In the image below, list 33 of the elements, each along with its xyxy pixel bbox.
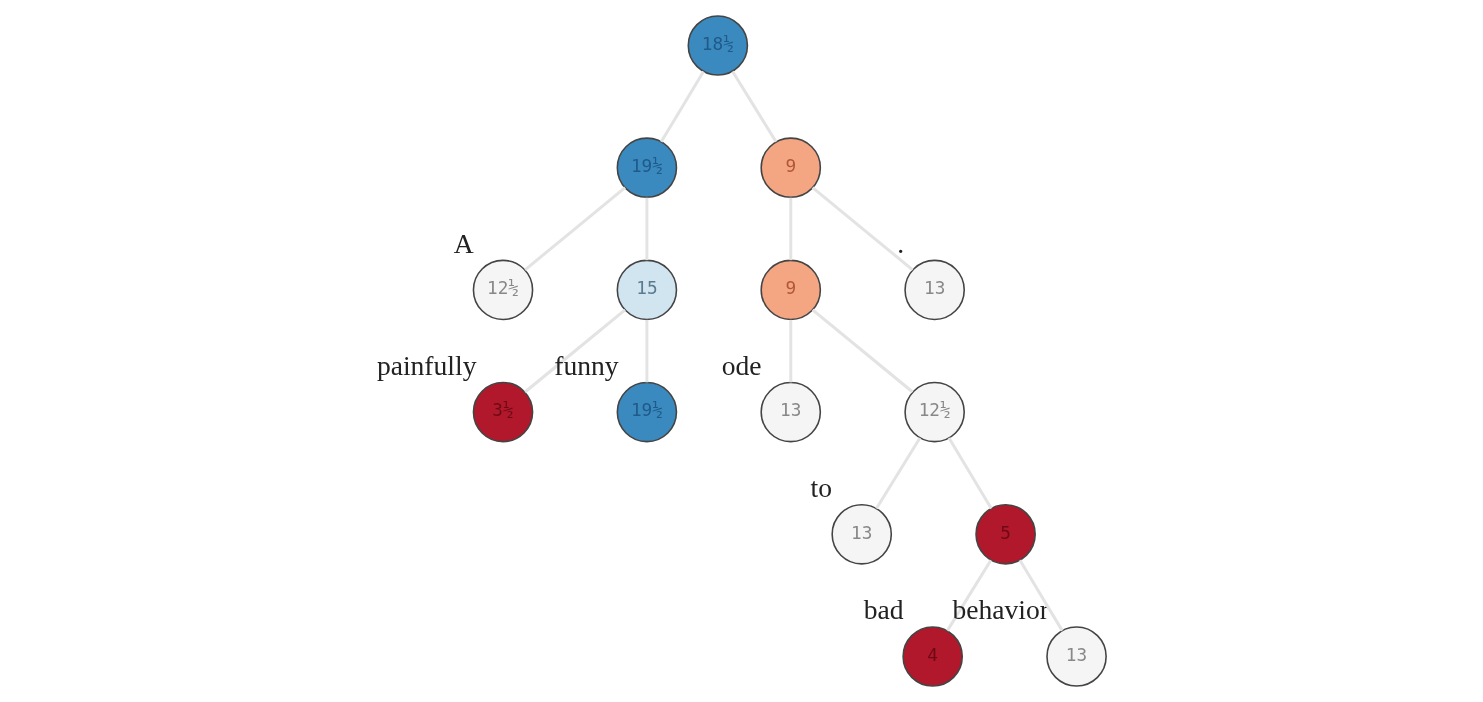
node-circle: 9 xyxy=(760,137,822,199)
node-label: painfully xyxy=(376,350,477,382)
node-circle: 3½ xyxy=(472,381,534,443)
connector xyxy=(811,186,914,271)
connector xyxy=(1018,559,1064,632)
node-label: A xyxy=(453,227,474,259)
node-circle: 19½ xyxy=(616,381,678,443)
connector xyxy=(731,70,778,143)
connector xyxy=(946,559,993,632)
node-circle: 12½ xyxy=(472,259,534,321)
node-label: to xyxy=(810,472,832,504)
node-label: ode xyxy=(721,350,762,382)
node-circle: 5 xyxy=(975,503,1036,565)
node-circle: 12½ xyxy=(904,381,965,443)
node-circle: 13 xyxy=(760,381,822,443)
connector xyxy=(659,70,705,143)
node-circle: 18½ xyxy=(687,15,749,76)
connector xyxy=(524,308,626,394)
node-circle: 13 xyxy=(1046,626,1107,687)
connector xyxy=(875,437,922,510)
node-label: bad xyxy=(863,594,904,626)
node-label: behavior xyxy=(952,594,1049,626)
node-circle: 4 xyxy=(902,626,964,687)
node-label: funny xyxy=(554,350,619,382)
connector xyxy=(811,308,914,394)
node-circle: 9 xyxy=(760,259,822,321)
node-circle: 19½ xyxy=(616,137,678,199)
node-circle: 13 xyxy=(904,259,965,321)
node-label: . xyxy=(897,227,905,259)
node-circle: 15 xyxy=(616,259,678,321)
connector xyxy=(524,186,626,271)
connector xyxy=(947,437,993,510)
node-circle: 13 xyxy=(831,503,893,565)
